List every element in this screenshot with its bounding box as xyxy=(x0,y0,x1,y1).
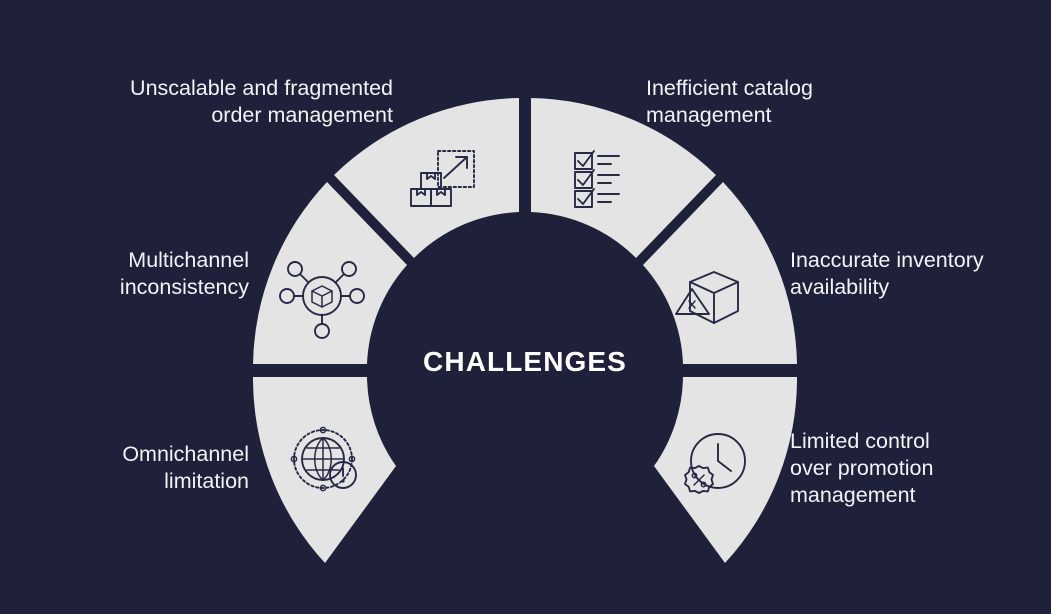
segment-multichannel-inconsistency[interactable] xyxy=(253,182,407,364)
segment-label-omnichannel-limitation: Omnichannel limitation xyxy=(122,442,249,493)
segment-label-inaccurate-inventory-availability: Inaccurate inventory availability xyxy=(790,248,984,299)
network-cube-icon xyxy=(279,261,365,339)
segment-shape-top-right xyxy=(531,98,716,258)
segment-inefficient-catalog-management[interactable] xyxy=(531,98,716,258)
boxes-scale-arrow-icon xyxy=(410,150,475,207)
globe-alert-icon xyxy=(290,426,357,492)
segment-label-inefficient-catalog-management: Inefficient catalog management xyxy=(646,76,813,127)
segment-label-multichannel-inconsistency: Multichannel inconsistency xyxy=(119,248,249,299)
checklist-icon xyxy=(574,150,620,208)
segment-shape-bottom-right xyxy=(654,377,798,563)
segment-shape-middle-right xyxy=(643,182,797,364)
segment-limited-control-promotion-management[interactable] xyxy=(654,377,798,563)
segment-inaccurate-inventory-availability[interactable] xyxy=(643,182,797,364)
segment-label-unscalable-order-management: Unscalable and fragmented order manageme… xyxy=(130,76,393,127)
box-warning-icon xyxy=(675,271,739,324)
clock-discount-icon xyxy=(684,433,746,494)
segment-omnichannel-limitation[interactable] xyxy=(252,377,396,563)
segment-shape-middle-left xyxy=(253,182,407,364)
center-title: CHALLENGES xyxy=(423,346,627,377)
segment-unscalable-order-management[interactable] xyxy=(334,98,519,258)
segment-label-limited-control-promotion-management: Limited control over promotion managemen… xyxy=(790,429,934,507)
